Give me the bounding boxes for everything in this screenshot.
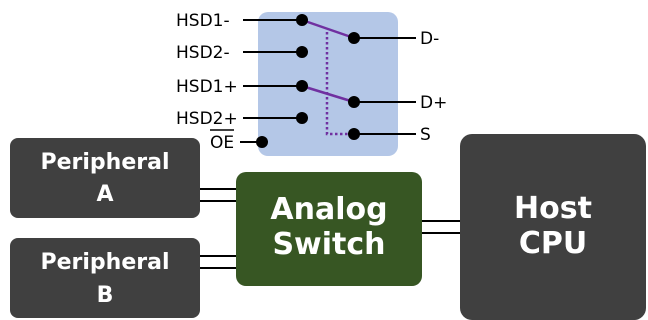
select-dotted-link [325,32,354,136]
label-oe: OE [210,133,234,153]
peripheral-b-line1: Peripheral [40,250,169,275]
pin-dot-hsd1-minus [296,14,308,26]
label-d-plus: D+ [420,93,447,113]
host-cpu-line1: Host [514,191,592,226]
host-cpu-line2: CPU [519,226,587,261]
label-hsd1-minus: HSD1- [176,11,230,31]
pin-dot-hsd1-plus [296,80,308,92]
pin-dots [256,14,360,148]
analog-switch-line2: Switch [272,227,385,262]
pin-dot-oe [256,136,268,148]
pin-dot-d-minus [348,32,360,44]
peripheral-a-line2: A [96,182,113,207]
analog-switch-block [236,172,422,286]
left-pin-leads [240,19,302,143]
pin-dot-hsd2-plus [296,112,308,124]
peripheral-a-line1: Peripheral [40,150,169,175]
label-hsd2-minus: HSD2- [176,43,230,63]
peripheral-b-block [10,238,200,318]
right-pin-leads [354,37,416,135]
bus-lines [200,188,460,269]
analog-switch-line1: Analog [270,192,387,227]
label-s: S [420,125,431,145]
peripheral-b-line2: B [97,283,114,308]
pin-dot-s [348,128,360,140]
switch-arm-minus [301,18,355,40]
label-hsd2-plus: HSD2+ [176,109,238,129]
label-d-minus: D- [420,29,439,49]
label-hsd1-plus: HSD1+ [176,77,238,97]
pin-dot-d-plus [348,96,360,108]
pin-dot-hsd2-minus [296,46,308,58]
peripheral-a-block [10,138,200,218]
host-cpu-block [460,134,646,320]
